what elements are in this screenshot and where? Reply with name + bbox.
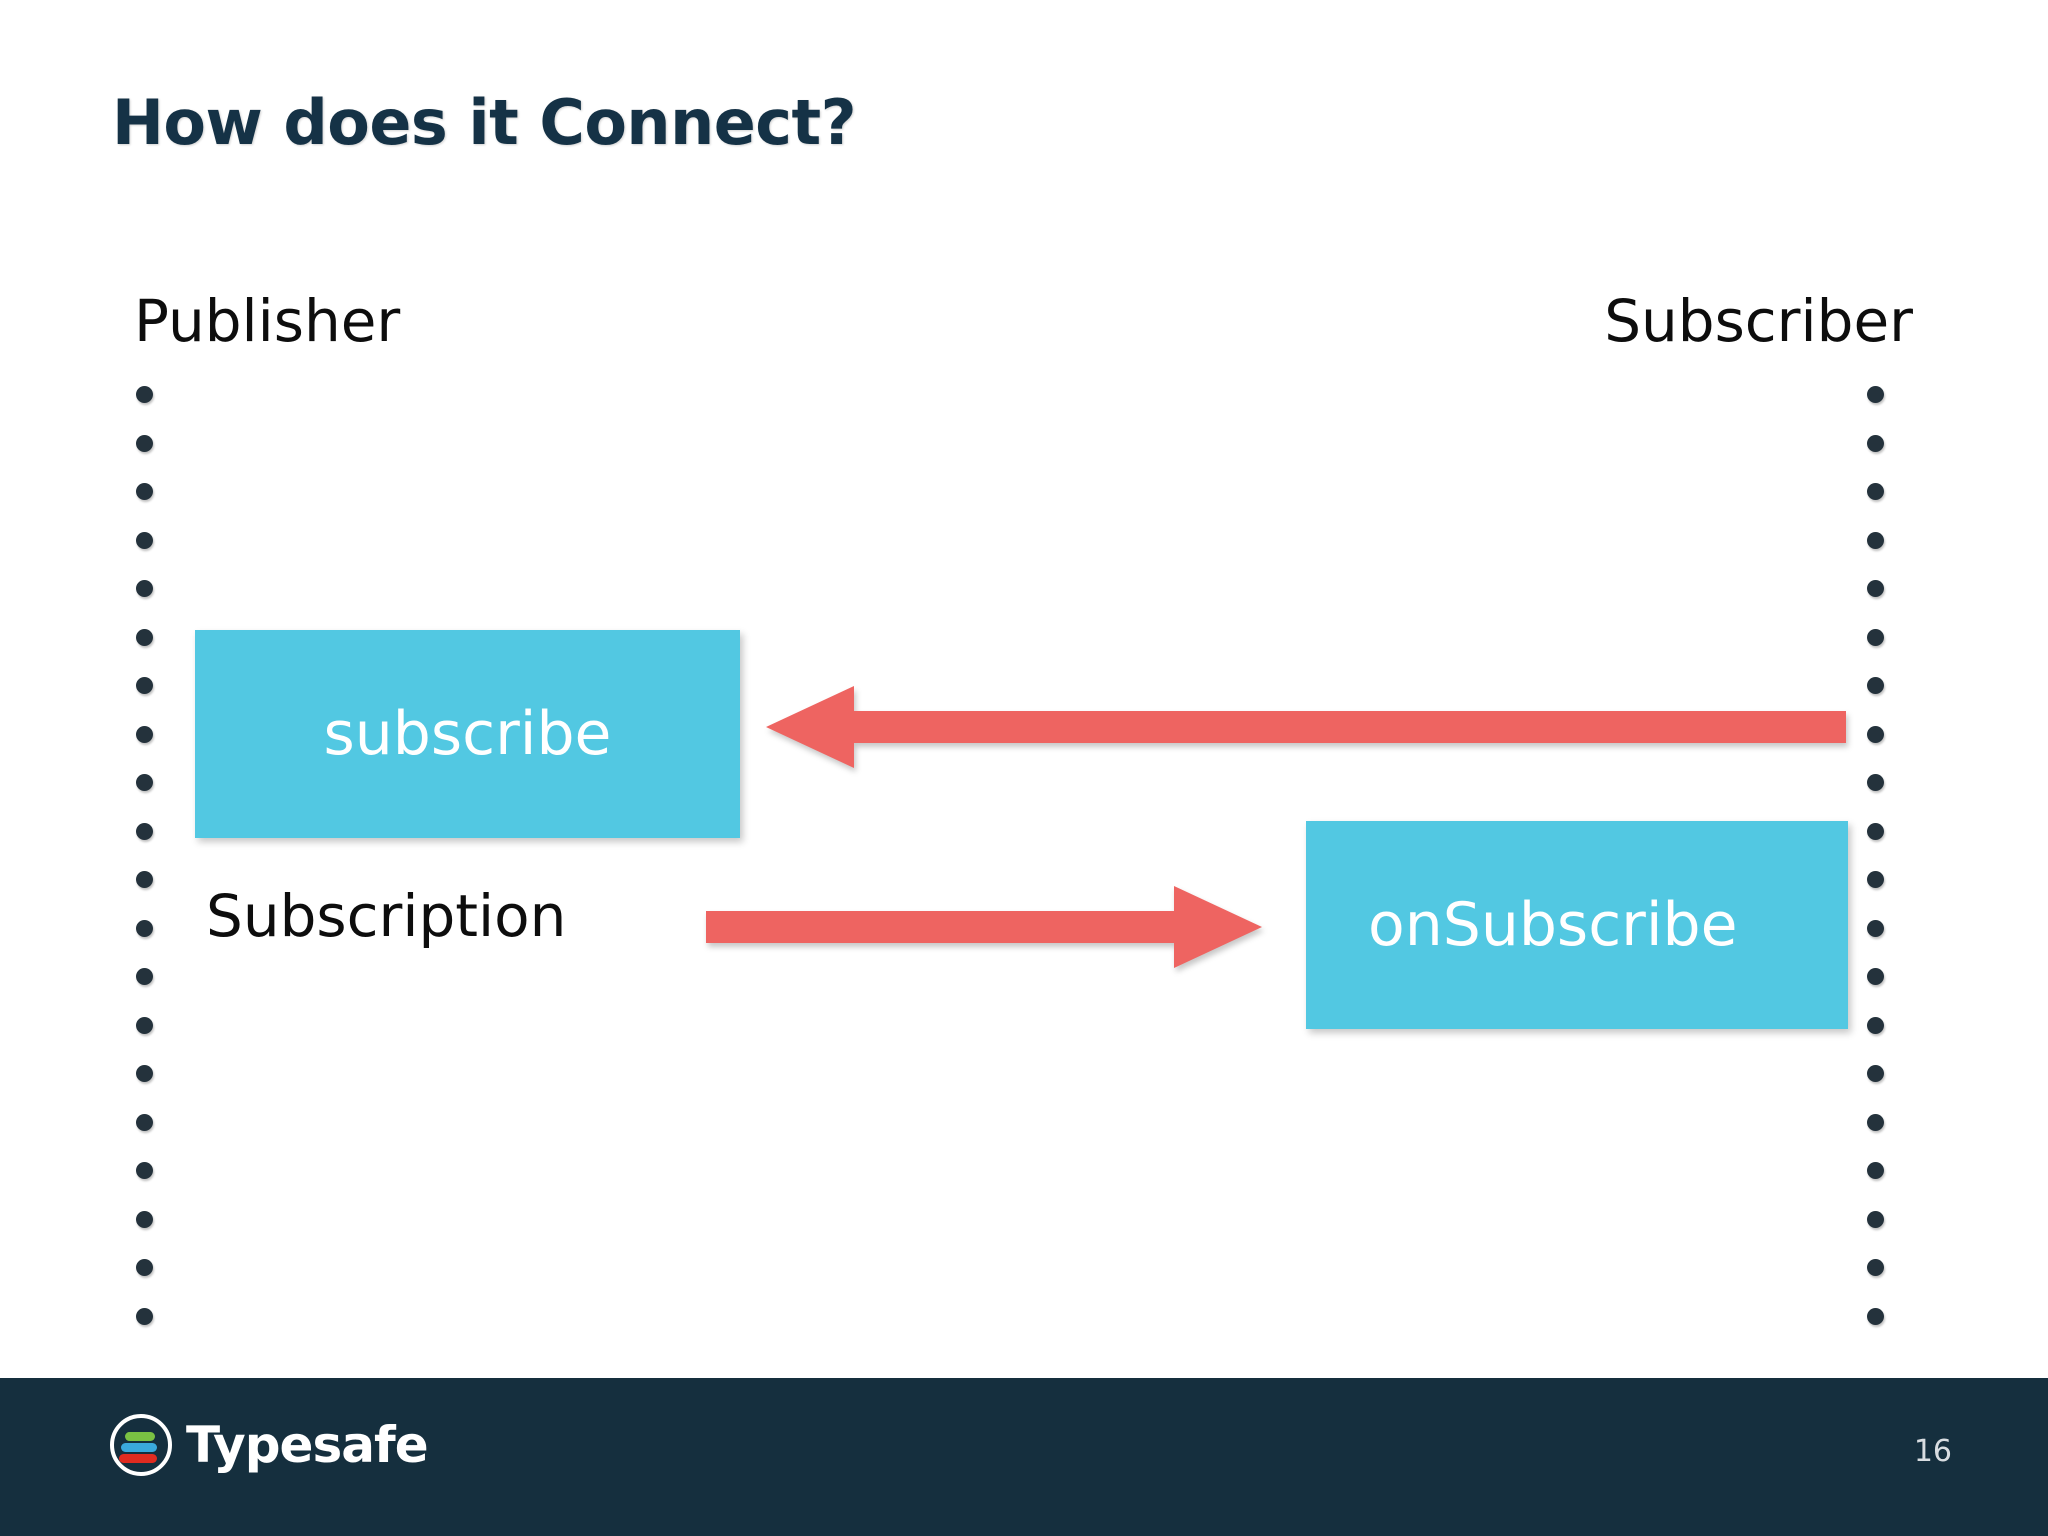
lifeline-dot [1867,725,1884,743]
lifeline-dot [136,628,153,646]
lifeline-dot [1867,774,1884,791]
lifeline-dot [136,434,153,452]
typesafe-logo-icon [110,1414,172,1476]
lane-label-subscriber: Subscriber [1604,287,1913,355]
lifeline-dot [136,919,153,937]
arrow-subscription-right [706,886,1262,968]
lifeline-dot [136,1065,153,1082]
lifeline-dot [136,386,153,403]
lifeline-dot [136,774,153,791]
lifeline-publisher [136,386,154,1325]
lifeline-dot [1867,871,1884,888]
page-title: How does it Connect? [112,86,857,159]
lifeline-dot [136,968,153,985]
lifeline-dot [1867,1210,1884,1228]
lifeline-dot [1867,919,1884,937]
page-number: 16 [1913,1434,1952,1469]
arrow-left-icon [766,686,1846,768]
slide-footer: Typesafe 16 [0,1378,2048,1536]
lifeline-dot [136,1162,153,1179]
lifeline-dot [1867,822,1884,840]
lifeline-dot [136,531,153,549]
lifeline-dot [1867,1162,1884,1179]
lifeline-dot [1867,580,1884,597]
brand-logo: Typesafe [108,1412,429,1478]
lifeline-dot [1867,1113,1884,1131]
lifeline-dot [136,871,153,888]
lifeline-dot [1867,677,1884,694]
brand-name: Typesafe [186,1416,429,1474]
lifeline-dot [136,483,153,500]
lifeline-subscriber [1867,386,1885,1325]
lifeline-dot [136,1113,153,1131]
lifeline-dot [1867,968,1884,985]
lifeline-dot [1867,1307,1884,1325]
lifeline-dot [1867,628,1884,646]
arrow-subscribe-left [766,686,1846,768]
lifeline-dot [1867,1065,1884,1082]
lifeline-dot [1867,434,1884,452]
message-label-subscription: Subscription [206,882,567,950]
lifeline-dot [136,1016,153,1034]
lifeline-dot [136,1210,153,1228]
lifeline-dot [136,822,153,840]
message-box-on-subscribe-label: onSubscribe [1368,890,1738,960]
lifeline-dot [1867,386,1884,403]
lifeline-dot [136,725,153,743]
lifeline-dot [136,580,153,597]
lifeline-dot [1867,531,1884,549]
arrow-right-icon [706,886,1262,968]
lifeline-dot [1867,1016,1884,1034]
lifeline-dot [136,677,153,694]
lane-label-publisher: Publisher [134,287,401,355]
message-box-subscribe: subscribe [195,630,740,838]
lifeline-dot [136,1307,153,1325]
message-box-on-subscribe: onSubscribe [1306,821,1848,1029]
lifeline-dot [1867,1259,1884,1276]
lifeline-dot [1867,483,1884,500]
message-box-subscribe-label: subscribe [323,699,612,769]
lifeline-dot [136,1259,153,1276]
